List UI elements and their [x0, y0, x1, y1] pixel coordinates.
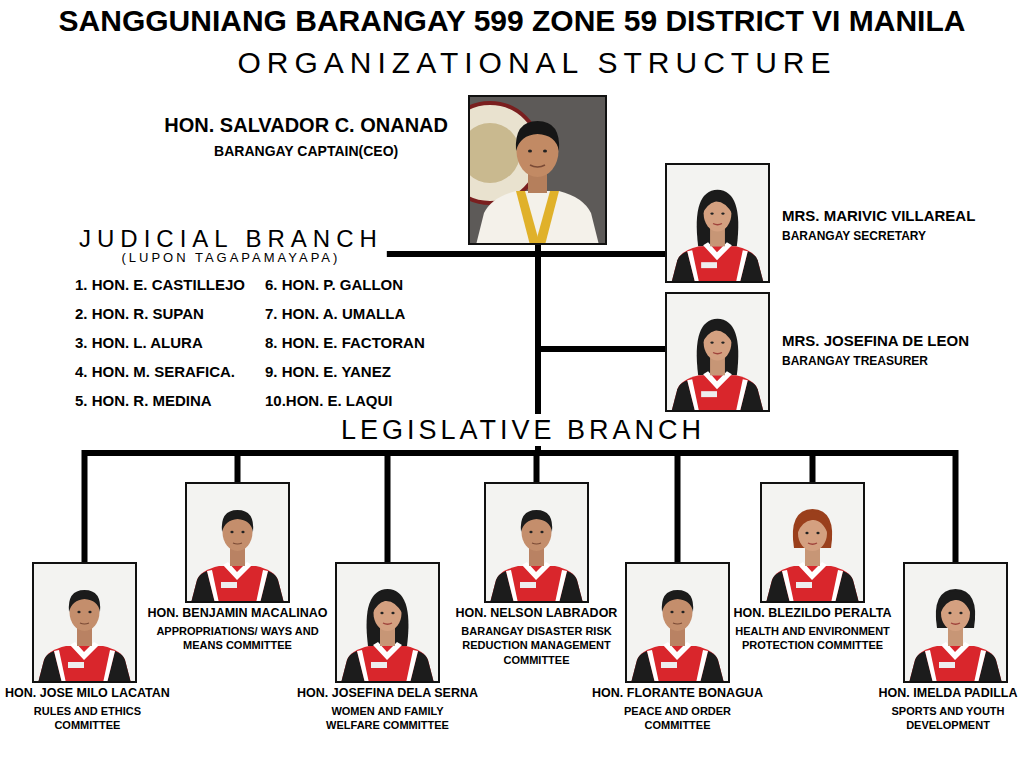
captain-photo [440, 95, 607, 245]
org-connector [85, 446, 539, 562]
caption-group: HON. FLORANTE BONAGUAPEACE AND ORDER COM… [608, 686, 748, 733]
councilor-photo-box: HON. NELSON LABRADORBARANGAY DISASTER RI… [484, 482, 589, 603]
lupon-member: 9. HON. E. YANEZ [265, 363, 391, 381]
official-name: HON. IMELDA PADILLA [879, 686, 1018, 701]
lupon-member: 6. HON. P. GALLON [265, 276, 403, 294]
caption-group: HON. BENJAMIN MACALINAOAPPROPRIATIONS/ W… [155, 606, 320, 653]
branch-title: LEGISLATIVE BRANCH [341, 416, 705, 444]
org-connector [387, 245, 538, 254]
councilor-photo [484, 482, 589, 603]
position-title: BARANGAY TREASURER [782, 354, 928, 368]
lupon-member: 3. HON. L. ALURA [75, 334, 203, 352]
branch-heading: LEGISLATIVE BRANCH [337, 414, 709, 446]
committee-name: WOMEN AND FAMILY WELFARE COMMITTEE [308, 704, 468, 733]
secretary-photo [665, 163, 769, 283]
official-name: MRS. MARIVIC VILLAREAL [782, 207, 975, 225]
org-connector [388, 446, 539, 562]
captain-photo-box: HON. SALVADOR C. ONANADBARANGAY CAPTAIN(… [468, 95, 607, 245]
branch-title: JUDICIAL BRANCH [79, 226, 383, 251]
org-connector [538, 245, 665, 349]
committee-name: APPROPRIATIONS/ WAYS AND MEANS COMMITTEE [155, 624, 320, 653]
lupon-member: 7. HON. A. UMALLA [265, 305, 405, 323]
caption-group: HON. SALVADOR C. ONANAD BARANGAY CAPTAIN(… [164, 113, 448, 159]
councilor-photo-box: HON. IMELDA PADILLASPORTS AND YOUTH DEVE… [903, 562, 1008, 683]
official-name: HON. BENJAMIN MACALINAO [148, 606, 328, 621]
official-name: HON. NELSON LABRADOR [456, 606, 618, 621]
org-connector [538, 245, 665, 254]
official-name: MRS. JOSEFINA DE LEON [782, 332, 969, 350]
chart-subtitle: ORGANIZATIONAL STRUCTURE [237, 46, 836, 79]
committee-name: PEACE AND ORDER COMMITTEE [608, 704, 748, 733]
caption-group: HON. JOSE MILO LACATANRULES AND ETHICS C… [12, 686, 162, 733]
lupon-member: 4. HON. M. SERAFICA. [75, 363, 235, 381]
branch-subtitle: (LUPON TAGAPAMAYAPA) [121, 251, 340, 265]
caption-group: MRS. JOSEFINA DE LEON BARANGAY TREASURER [782, 332, 969, 368]
officer-photo-box: MRS. MARIVIC VILLAREALBARANGAY SECRETARY [665, 163, 770, 283]
lupon-member: 1. HON. E. CASTILLEJO [75, 276, 245, 294]
official-name: HON. JOSEFINA DELA SERNA [297, 686, 478, 701]
caption-group: MRS. MARIVIC VILLAREAL BARANGAY SECRETARY [782, 207, 975, 243]
officer-photo-box: MRS. JOSEFINA DE LEONBARANGAY TREASURER [665, 292, 770, 412]
org-connector [538, 446, 956, 562]
position-title: BARANGAY SECRETARY [782, 229, 926, 243]
lupon-member: 8. HON. E. FACTORAN [265, 334, 425, 352]
councilor-photo [903, 562, 1008, 683]
caption-group: HON. JOSEFINA DELA SERNAWOMEN AND FAMILY… [308, 686, 468, 733]
councilor-photo [760, 482, 865, 603]
lupon-member: 2. HON. R. SUPAN [75, 305, 204, 323]
caption-group: HON. BLEZILDO PERALTA HEALTH AND ENVIRONM… [732, 606, 894, 653]
org-connector [535, 245, 541, 414]
page-title: SANGGUNIANG BARANGAY 599 ZONE 59 DISTRIC… [59, 4, 966, 39]
official-name: HON. FLORANTE BONAGUA [592, 686, 763, 701]
official-name: HON. JOSE MILO LACATAN [5, 686, 170, 701]
treasurer-photo [665, 292, 769, 412]
councilor-photo-box: HON. BENJAMIN MACALINAOAPPROPRIATIONS/ W… [185, 482, 290, 603]
committee-name: SPORTS AND YOUTH DEVELOPMENT [878, 704, 1018, 733]
caption-group: HON. IMELDA PADILLA SPORTS AND YOUTH DEVE… [878, 686, 1018, 733]
lupon-member: 5. HON. R. MEDINA [75, 392, 212, 410]
committee-name: RULES AND ETHICS COMMITTEE [12, 704, 162, 733]
councilor-photo-box: HON. BLEZILDO PERALTAHEALTH AND ENVIRONM… [760, 482, 865, 603]
committee-name: HEALTH AND ENVIRONMENT PROTECTION COMMIT… [732, 624, 894, 653]
committee-name: BARANGAY DISASTER RISK REDUCTION MANAGEM… [451, 624, 623, 667]
councilor-photo [335, 562, 440, 683]
councilor-photo-box: HON. FLORANTE BONAGUAPEACE AND ORDER COM… [625, 562, 730, 683]
caption-group: HON. NELSON LABRADOR BARANGAY DISASTER RI… [451, 606, 623, 667]
lupon-member: 10.HON. E. LAQUI [265, 392, 393, 410]
councilor-photo [625, 562, 730, 683]
official-name: HON. BLEZILDO PERALTA [734, 606, 892, 621]
councilor-photo-box: HON. JOSE MILO LACATANRULES AND ETHICS C… [32, 562, 137, 683]
councilor-photo [32, 562, 137, 683]
position-title: BARANGAY CAPTAIN(CEO) [214, 143, 398, 159]
branch-heading: JUDICIAL BRANCH(LUPON TAGAPAMAYAPA) [75, 224, 387, 267]
official-name: HON. SALVADOR C. ONANAD [164, 113, 448, 137]
councilor-photo [185, 482, 290, 603]
org-connector [538, 446, 678, 562]
councilor-photo-box: HON. JOSEFINA DELA SERNAWOMEN AND FAMILY… [335, 562, 440, 683]
